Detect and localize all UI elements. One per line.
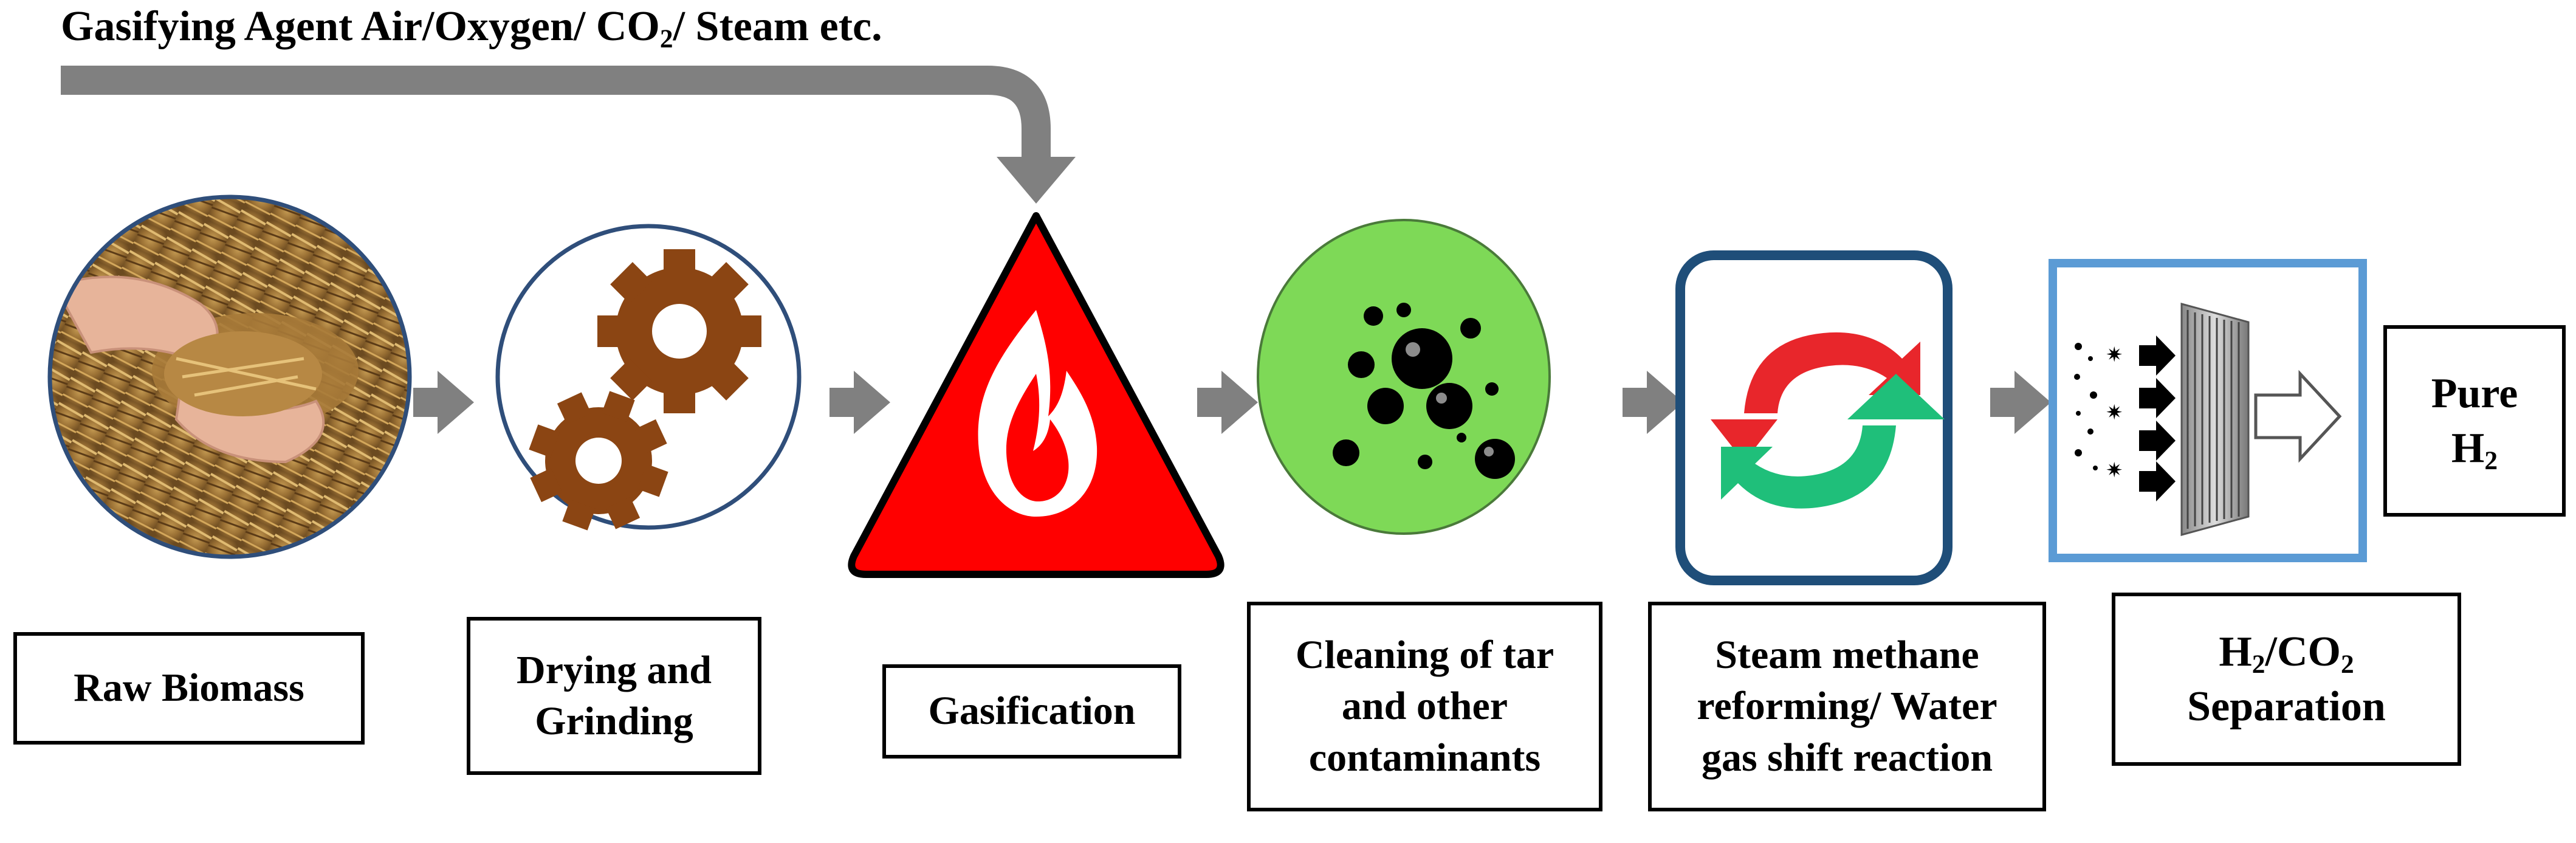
gasifying-agent-arrow — [61, 66, 1076, 204]
cleaning-line-1: Cleaning of tar — [1295, 632, 1554, 677]
separation-h: H — [2219, 628, 2252, 675]
cleaning-line-3: contaminants — [1308, 735, 1541, 780]
drying-line-2: Grinding — [535, 699, 693, 743]
flow-arrow-5 — [1990, 371, 2051, 434]
pure-h2-formula: H2 — [2451, 421, 2498, 476]
pure-h2-line-1: Pure — [2431, 370, 2518, 417]
reforming-line-3: gas shift reaction — [1701, 735, 1993, 780]
reforming-line-1: Steam methane — [1715, 632, 1979, 677]
flow-arrow-3 — [1197, 371, 1258, 434]
svg-text:✷: ✷ — [2106, 458, 2123, 483]
hands-holding-biomass-photo — [47, 194, 412, 559]
gasification-label: Gasification — [882, 664, 1181, 759]
cleaning-label: Cleaning of tar and other contaminants — [1247, 602, 1602, 811]
flow-arrow-2 — [829, 371, 890, 434]
separation-sub-1: 2 — [2251, 650, 2265, 680]
membrane-filter-icon: ✷ ✷ ✷ — [2049, 259, 2367, 562]
gasifying-agent-text-end: / Steam etc. — [673, 3, 882, 50]
svg-text:✷: ✷ — [2106, 343, 2123, 367]
gasifying-agent-label: Gasifying Agent Air/Oxygen/ CO2/ Steam e… — [61, 2, 882, 54]
raw-biomass-label: Raw Biomass — [13, 632, 365, 745]
gasifying-agent-text: Gasifying Agent Air/Oxygen/ CO — [61, 3, 660, 50]
pure-h2-h: H — [2451, 424, 2485, 472]
reforming-line-2: reforming/ Water — [1697, 684, 1997, 729]
gasification-text: Gasification — [928, 689, 1136, 734]
flow-arrow-4 — [1623, 371, 1683, 434]
flow-arrow-1 — [413, 371, 474, 434]
recycle-arrows-icon — [1675, 250, 1953, 585]
reforming-label: Steam methane reforming/ Water gas shift… — [1648, 602, 2046, 811]
separation-co: /CO — [2265, 628, 2341, 675]
separation-sub-2: 2 — [2340, 650, 2354, 680]
separation-formula: H2/CO2 — [2219, 625, 2354, 680]
contaminant-bubbles-icon — [1257, 219, 1551, 535]
gears-icon — [495, 224, 802, 531]
svg-text:✷: ✷ — [2106, 401, 2123, 425]
drying-line-1: Drying and — [517, 647, 712, 692]
cleaning-line-2: and other — [1341, 684, 1508, 729]
pure-h2-label: Pure H2 — [2383, 325, 2566, 517]
drying-grinding-label: Drying and Grinding — [467, 617, 761, 775]
separation-line-2: Separation — [2187, 683, 2386, 730]
gasifying-agent-subscript: 2 — [659, 24, 673, 54]
pure-h2-sub: 2 — [2484, 446, 2498, 475]
raw-biomass-text: Raw Biomass — [74, 666, 304, 711]
separation-label: H2/CO2 Separation — [2112, 593, 2461, 766]
flame-warning-triangle-icon — [848, 212, 1224, 578]
